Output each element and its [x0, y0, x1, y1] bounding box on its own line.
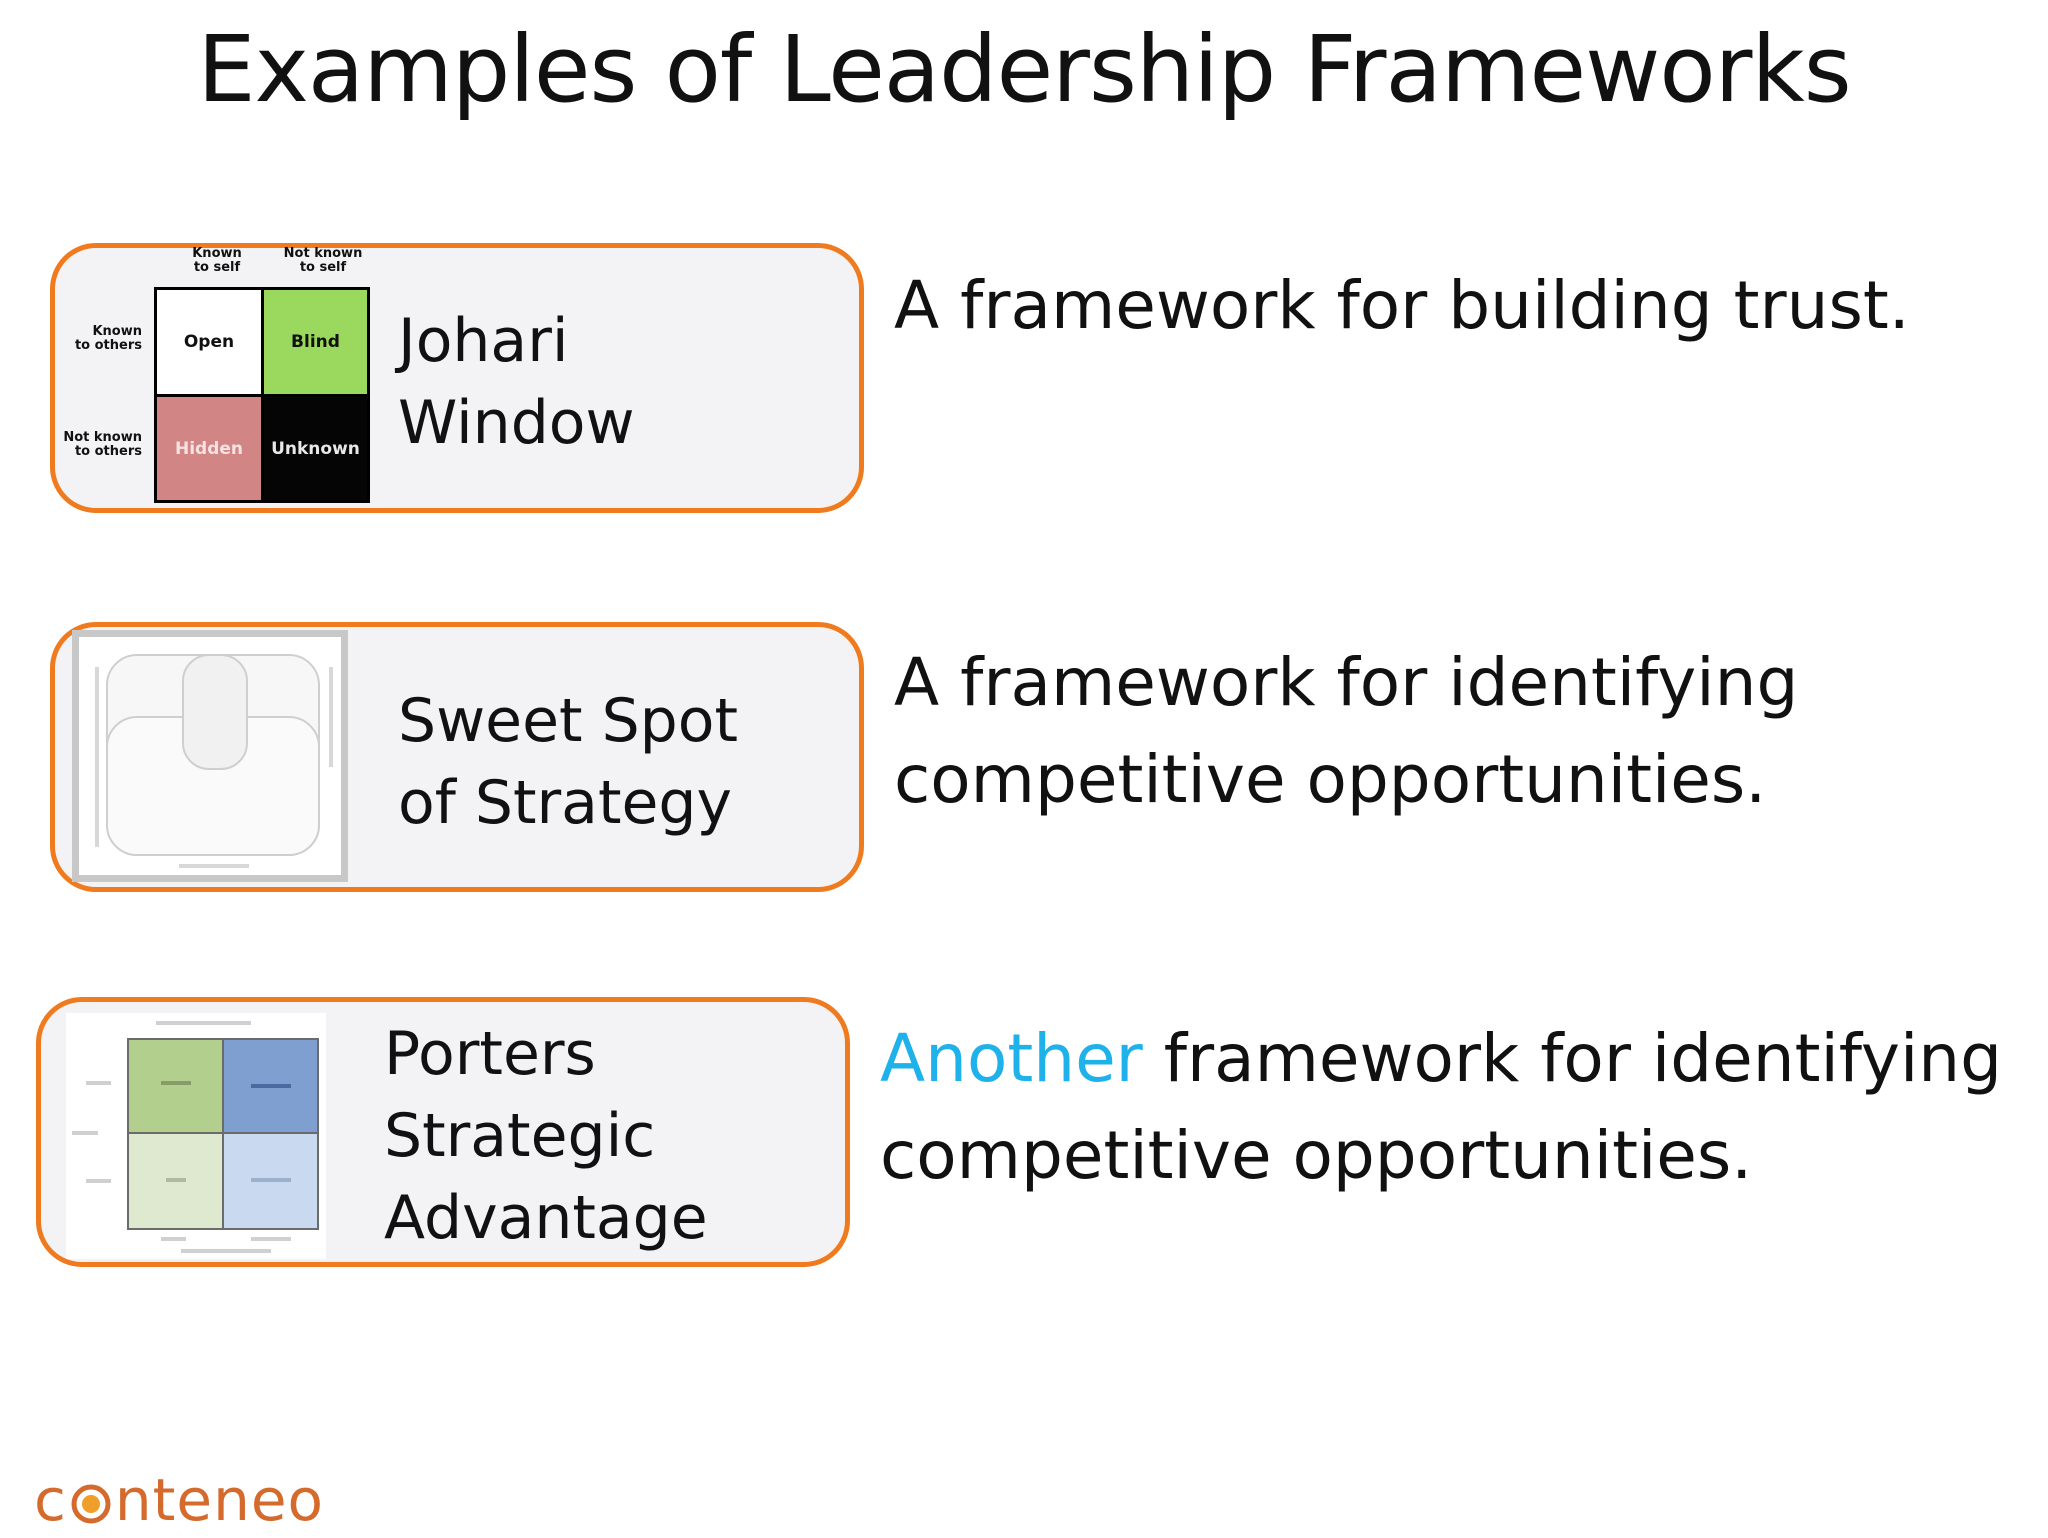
logo-text-start: c: [34, 1466, 67, 1534]
label-line: Porters: [384, 1019, 596, 1089]
johari-cell-open: Open: [157, 290, 261, 394]
johari-col-header-line: to self: [193, 260, 241, 275]
description-line: competitive opportunities.: [894, 741, 1767, 818]
description-line: A framework for identifying: [894, 644, 1799, 721]
porters-generic-strategies-diagram: [66, 1013, 326, 1259]
label-line: Advantage: [384, 1183, 708, 1253]
johari-col-header-not-known: Not known to self: [270, 247, 376, 275]
label-line: Johari: [398, 306, 569, 376]
description-line: A framework for building trust.: [894, 267, 1910, 344]
description-accent-word: Another: [880, 1020, 1143, 1097]
johari-col-header-line: Known: [192, 246, 242, 261]
framework-label-johari: Johari Window: [398, 300, 635, 464]
framework-description-sweet-spot: A framework for identifying competitive …: [894, 634, 1798, 828]
framework-label-sweet-spot: Sweet Spot of Strategy: [398, 680, 738, 844]
johari-cell-hidden: Hidden: [157, 397, 261, 500]
label-line: of Strategy: [398, 768, 732, 838]
johari-row-header-line: Not known: [63, 430, 142, 445]
logo-text-end: nteneo: [114, 1466, 325, 1534]
description-line-rest: framework for identifying: [1142, 1020, 2003, 1097]
description-line: competitive opportunities.: [880, 1117, 1753, 1194]
johari-row-header-line: Known: [92, 324, 142, 339]
label-line: Window: [398, 388, 635, 458]
framework-description-johari: A framework for building trust.: [894, 257, 1910, 354]
sweet-spot-diagram: [72, 630, 348, 882]
porters-cell-cost-leadership: [128, 1039, 223, 1133]
johari-row-header-not-known: Not known to others: [54, 431, 142, 459]
porters-matrix: [72, 1021, 319, 1253]
label-line: Sweet Spot: [398, 686, 738, 756]
johari-col-header-line: Not known: [283, 246, 363, 261]
johari-grid: Open Blind Hidden Unknown: [154, 287, 370, 503]
johari-row-header-line: to others: [74, 444, 142, 459]
framework-description-porters: Another framework for identifying compet…: [880, 1010, 2002, 1204]
johari-row-header-line: to others: [74, 338, 142, 353]
johari-col-header-line: to self: [299, 260, 347, 275]
sweet-spot-vertical-region: [182, 654, 248, 770]
johari-col-header-known: Known to self: [164, 247, 270, 275]
slide-title: Examples of Leadership Frameworks: [197, 16, 1851, 123]
sun-icon: [69, 1474, 113, 1524]
framework-label-porters: Porters Strategic Advantage: [384, 1013, 708, 1259]
sweet-spot-venn: [95, 654, 333, 868]
johari-cell-blind: Blind: [264, 290, 367, 394]
johari-window-diagram: Known to self Not known to self Known to…: [54, 247, 374, 509]
johari-cell-unknown: Unknown: [264, 397, 367, 500]
description-line: Another framework for identifying: [880, 1010, 2002, 1107]
johari-row-header-known: Known to others: [54, 325, 142, 353]
label-line: Strategic: [384, 1101, 656, 1171]
